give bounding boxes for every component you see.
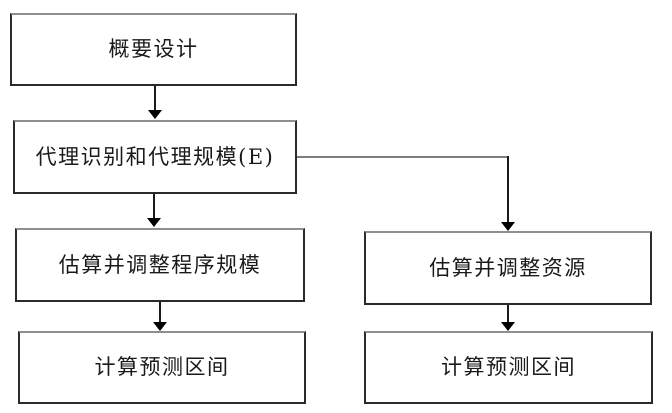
flow-node-compute-prediction-interval-right: 计算预测区间 bbox=[364, 331, 653, 404]
flow-node-proxy-identification-and-scale: 代理识别和代理规模(E) bbox=[13, 120, 297, 194]
flow-node-overview-design: 概要设计 bbox=[10, 13, 297, 86]
flow-node-label: 代理识别和代理规模(E) bbox=[35, 144, 275, 169]
edge-line-proxy-to-program-size bbox=[153, 194, 155, 218]
flow-node-estimate-adjust-program-size: 估算并调整程序规模 bbox=[15, 228, 305, 302]
flow-node-label: 概要设计 bbox=[108, 37, 199, 61]
edge-line-resources-to-interval bbox=[507, 305, 509, 322]
arrowhead-down-icon bbox=[147, 218, 161, 227]
arrowhead-down-icon bbox=[148, 110, 162, 119]
flow-node-label: 计算预测区间 bbox=[441, 355, 576, 379]
edge-line-overview-to-proxy bbox=[154, 86, 156, 110]
edge-line-proxy-to-resources bbox=[507, 156, 509, 222]
edge-branch-connector-horizontal bbox=[297, 156, 509, 158]
flow-node-estimate-adjust-resources: 估算并调整资源 bbox=[364, 231, 652, 305]
arrowhead-down-icon bbox=[501, 222, 515, 231]
arrowhead-down-icon bbox=[501, 322, 515, 331]
flow-node-label: 估算并调整程序规模 bbox=[58, 252, 262, 277]
flow-node-compute-prediction-interval-left: 计算预测区间 bbox=[18, 331, 306, 404]
flow-node-label: 计算预测区间 bbox=[94, 355, 230, 379]
flow-node-label: 估算并调整资源 bbox=[429, 255, 587, 280]
arrowhead-down-icon bbox=[153, 322, 167, 331]
edge-line-program-size-to-interval bbox=[159, 302, 161, 322]
